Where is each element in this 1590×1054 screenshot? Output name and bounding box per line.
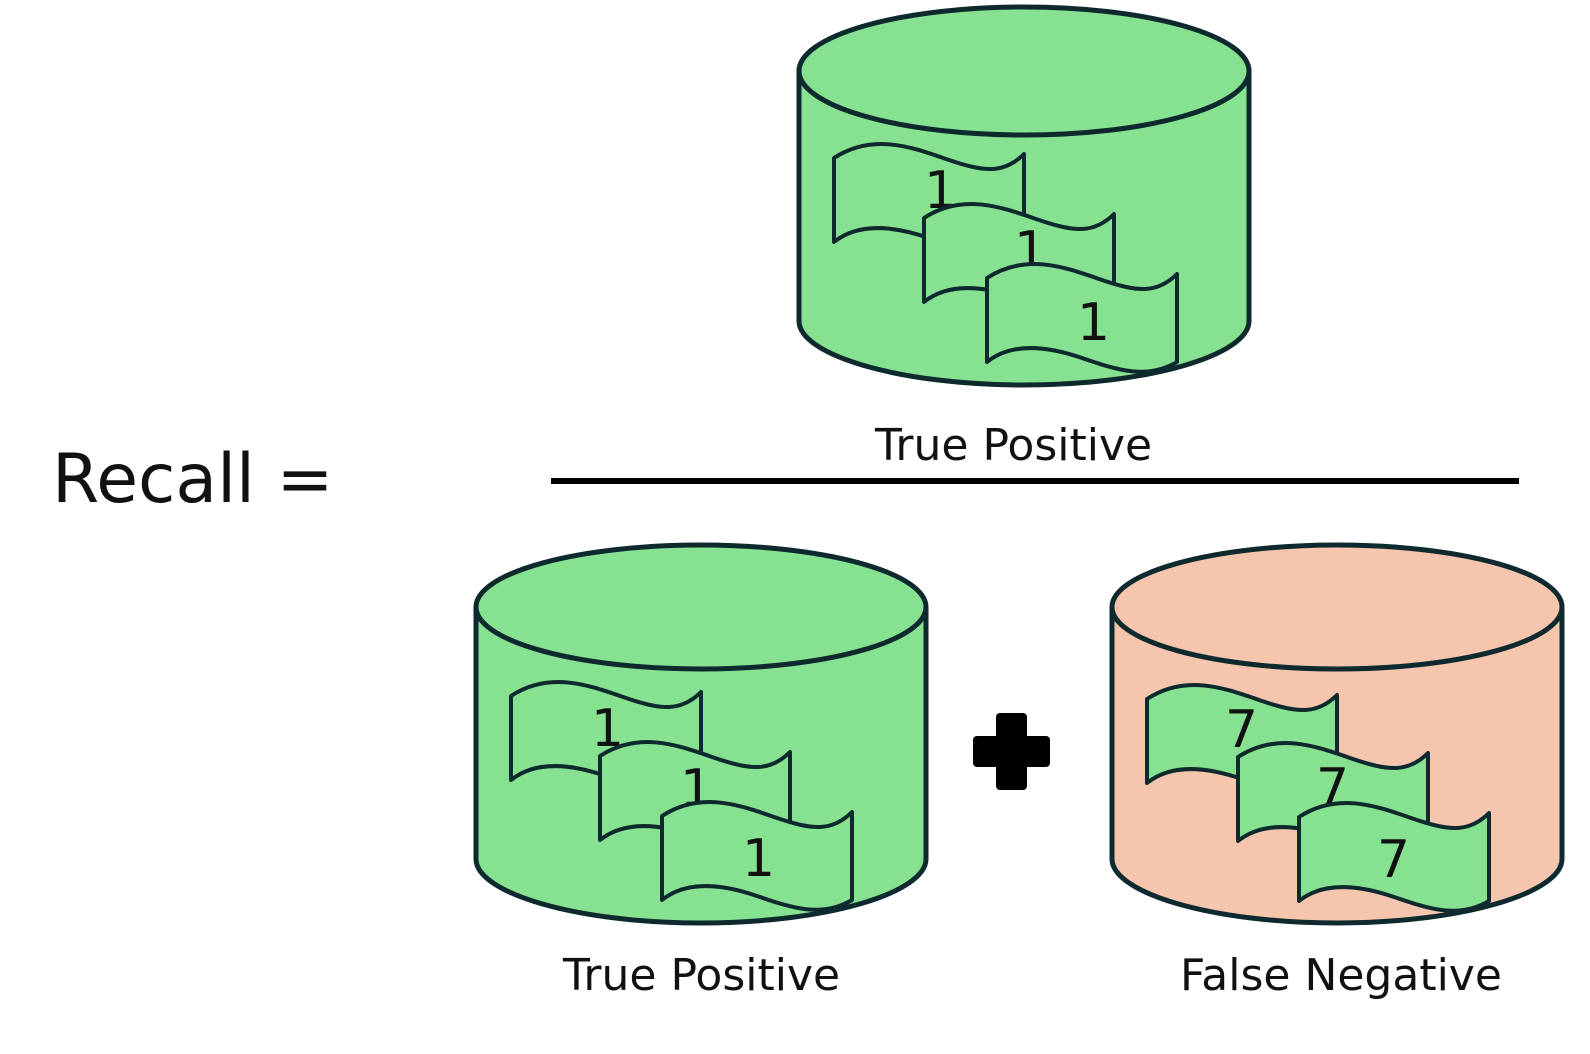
bill-stack: 1 1 1 [509,680,854,912]
denominator-right-caption: False Negative [1180,950,1502,1001]
bill-stack: 1 1 1 [832,142,1179,374]
money-bill-icon: 1 [660,800,854,912]
denominator-true-positive-cylinder: 1 1 1 [473,542,929,923]
plus-icon [973,713,1050,790]
denominator-left-caption: True Positive [563,950,841,1001]
money-bill-icon: 1 [985,262,1179,374]
bill-digit: 7 [1377,830,1410,890]
denominator-false-negative-cylinder: 7 7 7 [1109,542,1565,923]
money-bill-icon: 7 [1297,801,1491,913]
recall-formula-label: Recall = [52,440,334,519]
cylinder-top [1109,542,1565,672]
bill-stack: 7 7 7 [1145,683,1491,913]
cylinder-top [473,542,929,672]
numerator-caption: True Positive [875,420,1153,471]
cylinder-top [796,4,1252,138]
bill-digit: 1 [742,829,775,889]
numerator-true-positive-cylinder: 1 1 1 [796,4,1252,385]
bill-digit: 1 [1077,293,1110,353]
